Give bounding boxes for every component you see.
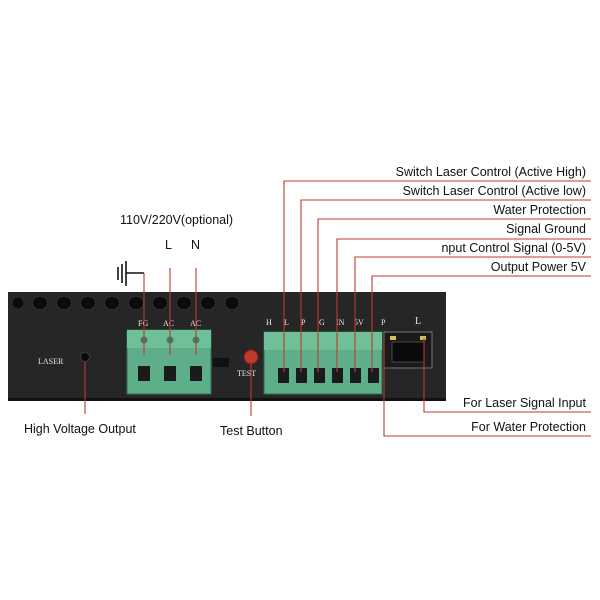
terminal-label-right: 5V [354,318,364,327]
signal-terminal-block [263,331,383,395]
terminal-label-right: G [319,318,325,327]
test-button-label: Test Button [220,424,283,438]
water-protection-port-label: For Water Protection [471,420,586,434]
high-voltage-output-port [80,352,90,362]
switch-low-label: Switch Laser Control (Active low) [402,184,586,198]
terminal-label-right: H [266,318,272,327]
n-label: N [191,238,201,252]
leader-lines [84,180,591,437]
chassis-bottom-edge [8,398,446,401]
output-power-label: Output Power 5V [490,260,586,274]
high-voltage-output-label: High Voltage Output [24,422,136,436]
leader-5v [371,275,591,372]
terminal-screw [164,366,176,381]
terminal-labels-right: H L P G IN 5V [266,318,364,327]
switch-high-label: Switch Laser Control (Active High) [395,165,586,179]
terminal-label-right: IN [336,318,345,327]
test-button-icon[interactable] [243,349,259,365]
test-port-label: TEST [237,369,256,378]
rj45-port [383,331,433,369]
input-control-signal-label: nput Control Signal (0-5V) [441,241,586,255]
terminal-screw [278,368,289,383]
ground-icon [117,261,144,286]
terminal-screw [314,368,325,383]
small-indicator-slot [213,358,229,367]
leader-water-port [383,340,591,437]
terminal-label-left: FG [138,319,148,328]
leader-switch-low [300,199,591,372]
lan-port-label: L [415,316,421,327]
laser-port-label: LASER [38,357,64,366]
laser-signal-input-label: For Laser Signal Input [463,396,586,410]
terminal-label-right: P [301,318,306,327]
terminal-screw [296,368,307,383]
terminal-screw [368,368,379,383]
terminal-screw [190,366,202,381]
water-protection-label: Water Protection [493,203,586,217]
terminal-label-left: AC [163,319,174,328]
ac-terminal-block [126,329,212,395]
leader-input [354,256,591,372]
leader-ground [336,238,591,372]
voltage-label: 110V/220V(optional) [120,213,234,227]
l-label: L [165,238,172,252]
terminal-screw [350,368,361,383]
leader-water [317,218,591,372]
rj-side-label: P [381,318,386,327]
signal-ground-label: Signal Ground [506,222,586,236]
ventilation-holes [11,296,240,310]
terminal-label-right: L [284,318,289,327]
leader-switch-high [283,180,591,372]
leader-laser-signal [423,338,591,413]
terminal-screw [138,366,150,381]
terminal-screw [332,368,343,383]
